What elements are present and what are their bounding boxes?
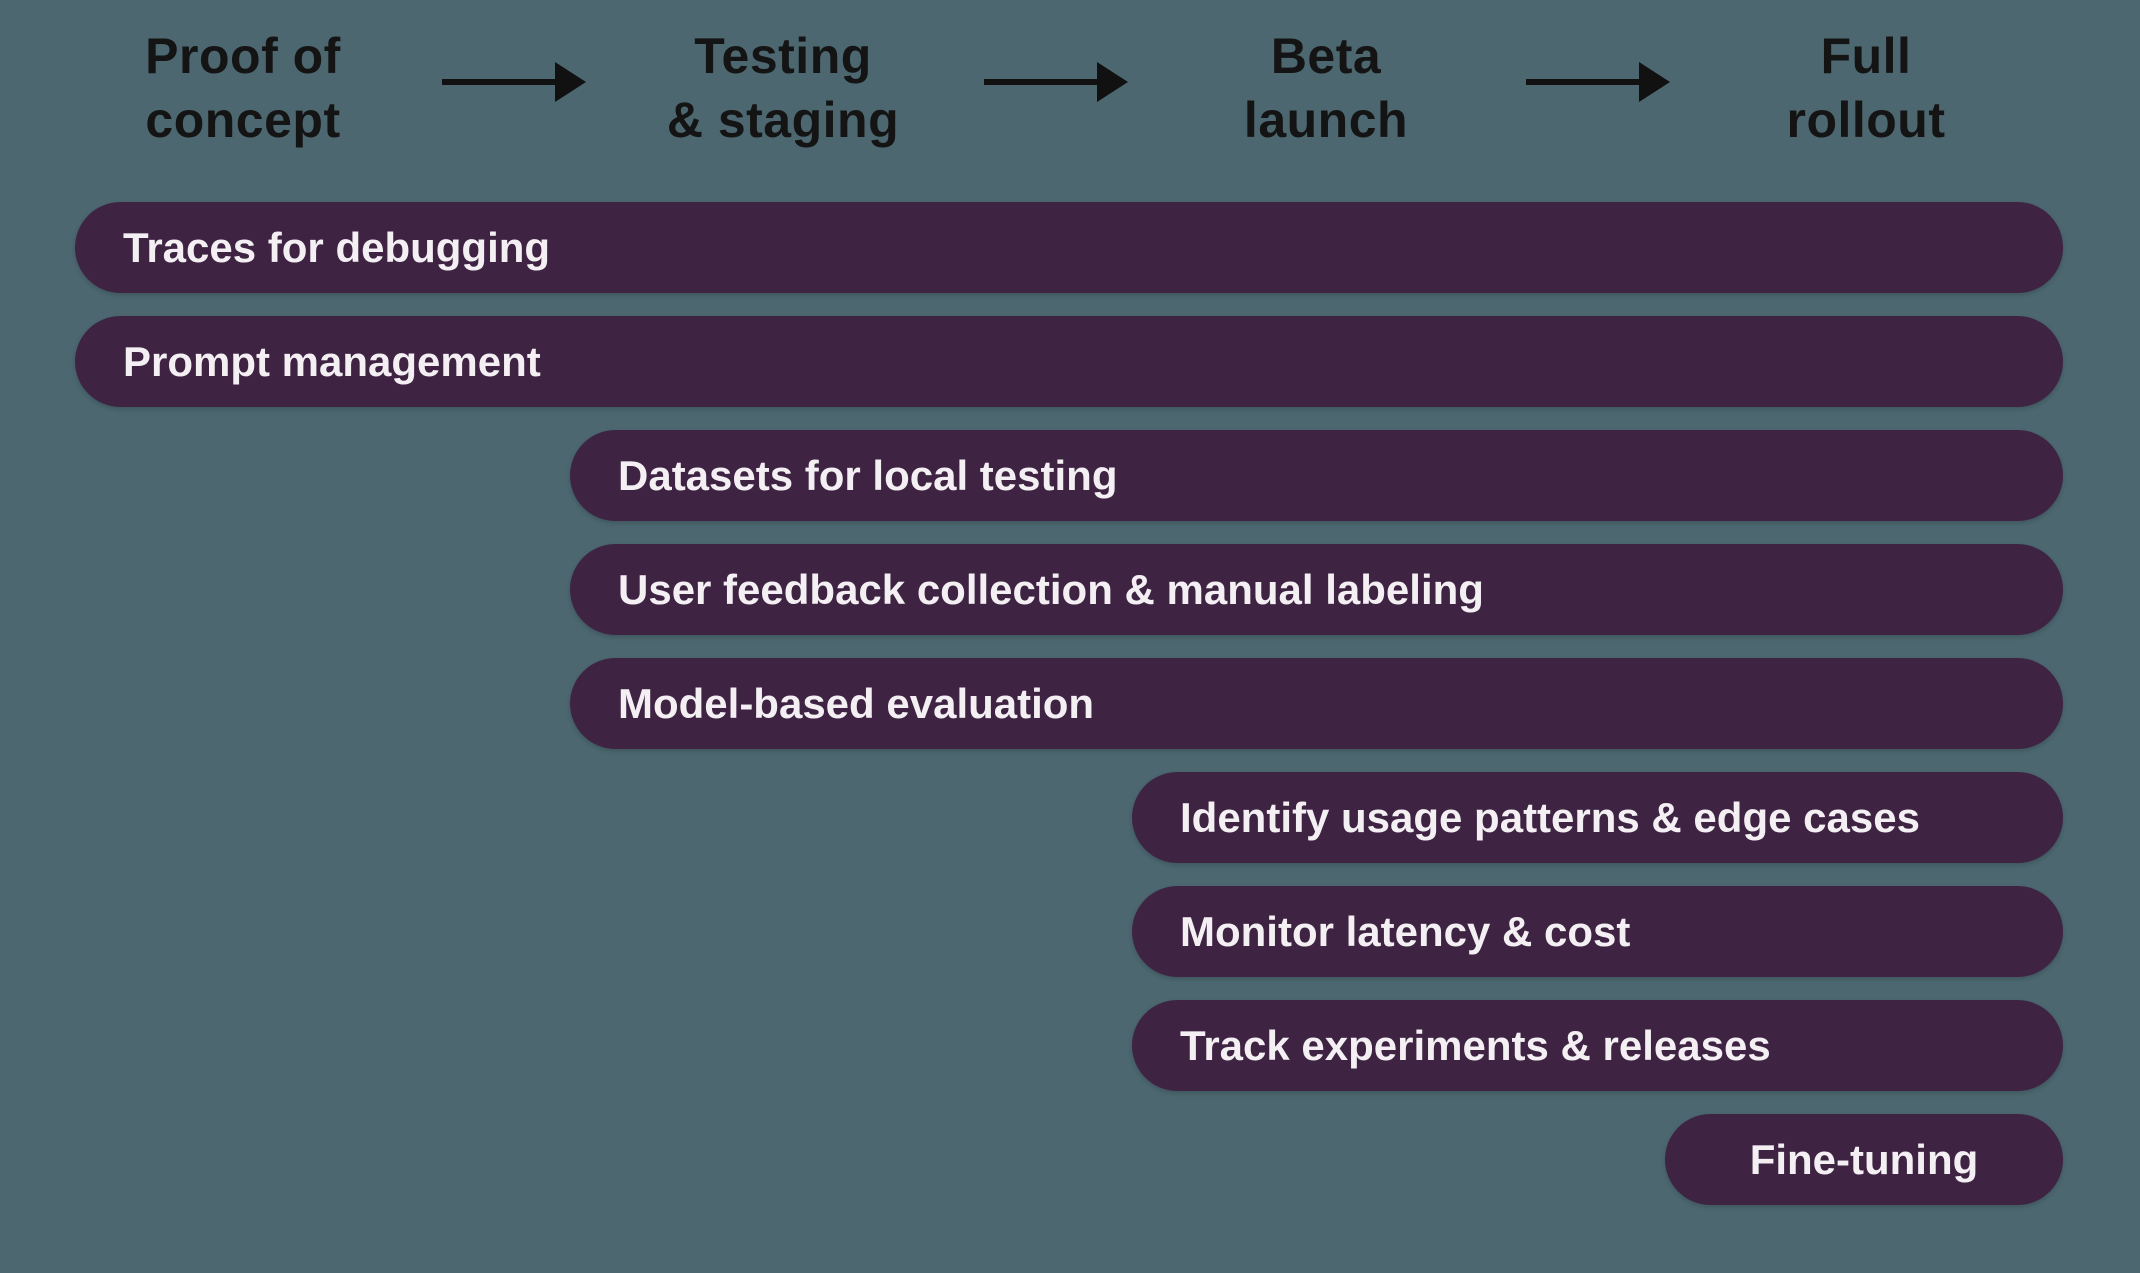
bar-fine-tuning: Fine-tuning	[1665, 1114, 2063, 1205]
bar-traces-for-debugging: Traces for debugging	[75, 202, 2063, 293]
stage-heading-line: Proof of	[145, 28, 341, 84]
bar-label: Datasets for local testing	[618, 451, 1118, 499]
stage-heading-line: Full	[1820, 28, 1912, 84]
stage-heading-line: concept	[145, 92, 341, 148]
bar-model-based-evaluation: Model-based evaluation	[570, 658, 2063, 749]
bar-label: Monitor latency & cost	[1180, 907, 1631, 955]
arrow-head	[1097, 62, 1128, 102]
bar-label: Identify usage patterns & edge cases	[1180, 793, 1920, 841]
arrow-shaft	[1526, 79, 1639, 85]
arrow-right-icon	[442, 62, 586, 102]
bar-label: Track experiments & releases	[1180, 1021, 1771, 1069]
stage-heading-beta-launch: Beta launch	[1066, 24, 1586, 152]
bar-label: User feedback collection & manual labeli…	[618, 565, 1484, 613]
stage-heading-testing-staging: Testing & staging	[523, 24, 1043, 152]
bar-track-experiments-releases: Track experiments & releases	[1132, 1000, 2063, 1091]
stage-heading-line: Testing	[694, 28, 872, 84]
arrow-shaft	[984, 79, 1097, 85]
stage-heading-proof-of-concept: Proof of concept	[0, 24, 503, 152]
arrow-right-icon	[984, 62, 1128, 102]
bar-identify-usage-patterns: Identify usage patterns & edge cases	[1132, 772, 2063, 863]
stage-heading-line: rollout	[1786, 92, 1946, 148]
arrow-head	[1639, 62, 1670, 102]
bar-user-feedback-collection: User feedback collection & manual labeli…	[570, 544, 2063, 635]
bar-datasets-for-local-testing: Datasets for local testing	[570, 430, 2063, 521]
stage-heading-line: & staging	[666, 92, 900, 148]
stage-heading-full-rollout: Full rollout	[1606, 24, 2126, 152]
stage-heading-line: Beta	[1270, 28, 1382, 84]
bar-label: Model-based evaluation	[618, 679, 1095, 727]
stage-heading-line: launch	[1243, 92, 1409, 148]
bar-label: Fine-tuning	[1749, 1135, 1979, 1183]
arrow-head	[555, 62, 586, 102]
bar-monitor-latency-cost: Monitor latency & cost	[1132, 886, 2063, 977]
bar-label: Prompt management	[123, 337, 541, 385]
bar-label: Traces for debugging	[123, 223, 551, 271]
arrow-shaft	[442, 79, 555, 85]
arrow-right-icon	[1526, 62, 1670, 102]
bar-prompt-management: Prompt management	[75, 316, 2063, 407]
